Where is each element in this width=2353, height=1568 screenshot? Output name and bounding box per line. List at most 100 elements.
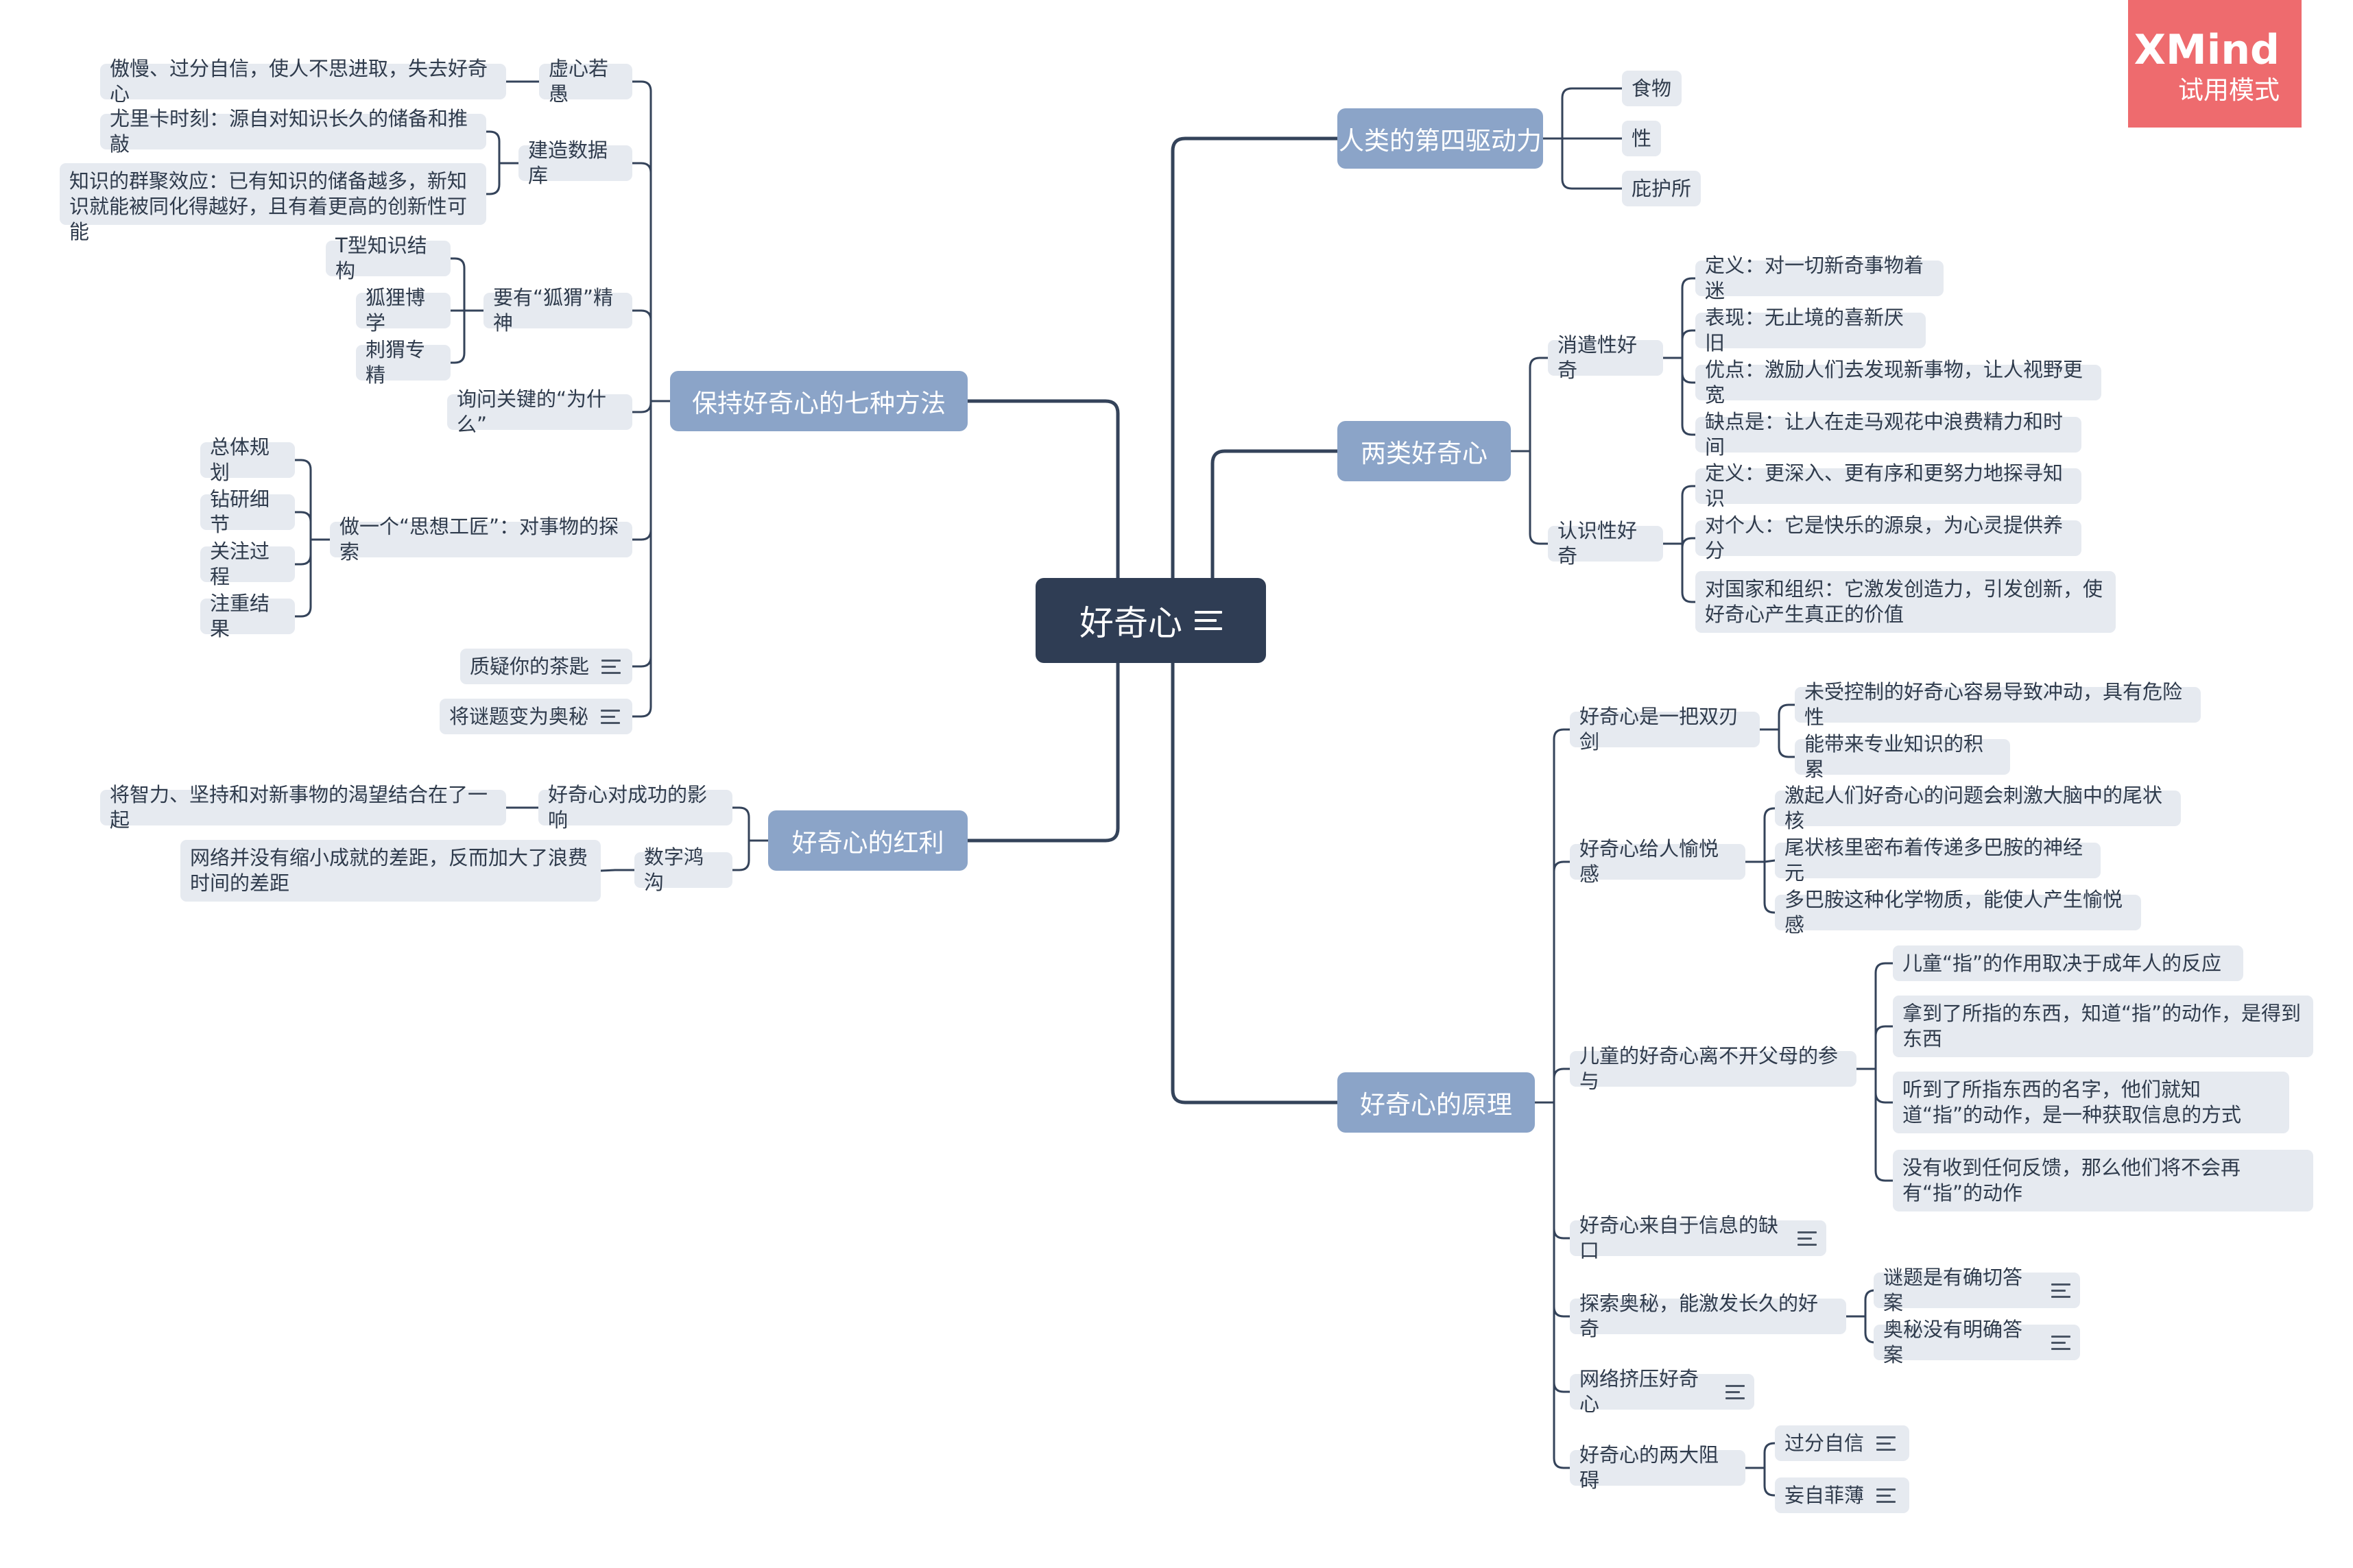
leaf-diversive-definition[interactable]: 定义：对一切新奇事物着迷 <box>1695 254 1944 302</box>
connector-line <box>1681 537 1697 548</box>
topic-question-teaspoon[interactable]: 质疑你的茶匙 <box>460 649 632 684</box>
note-icon[interactable] <box>1797 1227 1817 1250</box>
topic-child-curiosity[interactable]: 儿童的好奇心离不开父母的参与 <box>1570 1044 1856 1093</box>
connector-line <box>1681 277 1697 359</box>
topic-information-gap[interactable]: 好奇心来自于信息的缺口 <box>1570 1214 1826 1262</box>
leaf-sex[interactable]: 性 <box>1622 121 1661 156</box>
topic-puzzle-to-mystery[interactable]: 将谜题变为奥秘 <box>440 699 632 734</box>
leaf-epistemic-organization[interactable]: 对国家和组织：它激发创造力，引发创新，使好奇心产生真正的价值 <box>1695 571 2116 633</box>
leaf-child-pointing-response[interactable]: 儿童“指”的作用取决于成年人的反应 <box>1893 945 2243 981</box>
topic-success-impact[interactable]: 好奇心对成功的影响 <box>538 783 732 832</box>
connector-line <box>631 80 652 402</box>
connector-line <box>1763 807 1776 863</box>
note-icon[interactable] <box>1195 605 1222 636</box>
topic-double-edged-sword[interactable]: 好奇心是一把双刃剑 <box>1570 705 1760 753</box>
leaf-arrogance[interactable]: 傲慢、过分自信，使人不思进取，失去好奇心 <box>100 57 506 106</box>
leaf-child-get-info[interactable]: 听到了所指东西的名字，他们就知道“指”的动作，是一种获取信息的方式 <box>1893 1072 2289 1133</box>
leaf-label: 狐狸博学 <box>366 286 426 335</box>
topic-network-squeeze[interactable]: 网络挤压好奇心 <box>1570 1367 1754 1416</box>
brand-logo-text: XMind <box>2134 26 2280 74</box>
leaf-overconfidence[interactable]: 过分自信 <box>1775 1425 1909 1461</box>
note-icon[interactable] <box>1876 1432 1896 1455</box>
leaf-diversive-advantage[interactable]: 优点：激励人们去发现新事物，让人视野更宽 <box>1695 358 2101 407</box>
leaf-overall-plan[interactable]: 总体规划 <box>200 435 295 484</box>
leaf-knowledge-cluster[interactable]: 知识的群聚效应：已有知识的储备越多，新知识就能被同化得越好，且有着更高的创新性可… <box>60 163 486 243</box>
branch-two-types[interactable]: 两类好奇心 <box>1337 421 1511 481</box>
leaf-study-details[interactable]: 钻研细节 <box>200 487 295 536</box>
leaf-child-no-feedback[interactable]: 没有收到任何反馈，那么他们将不会再有“指”的动作 <box>1893 1150 2313 1211</box>
leaf-label: 总体规划 <box>210 435 270 484</box>
leaf-t-shaped[interactable]: T型知识结构 <box>326 234 451 282</box>
connector-line <box>1874 1025 1894 1070</box>
leaf-label: 好奇心来自于信息的缺口 <box>1579 1214 1779 1262</box>
topic-thought-craftsman[interactable]: 做一个“思想工匠”：对事物的探索 <box>330 515 632 564</box>
leaf-epistemic-definition[interactable]: 定义：更深入、更有序和更努力地探寻知识 <box>1695 461 2081 510</box>
leaf-label: 多巴胺这种化学物质，能使人产生愉悦感 <box>1784 888 2123 937</box>
leaf-hedgehog-focus[interactable]: 刺猬专精 <box>356 338 451 387</box>
connector-line <box>1681 542 1697 603</box>
connector-line <box>1874 1068 1894 1104</box>
leaf-pleasure-dopamine[interactable]: 多巴胺这种化学物质，能使人产生愉悦感 <box>1775 888 2141 937</box>
topic-epistemic-curiosity[interactable]: 认识性好奇 <box>1548 519 1663 568</box>
leaf-fox-erudite[interactable]: 狐狸博学 <box>356 286 451 335</box>
root-topic[interactable]: 好奇心 <box>1036 578 1266 663</box>
leaf-child-get-object[interactable]: 拿到了所指的东西，知道“指”的动作，是得到东西 <box>1893 996 2313 1057</box>
connector-line <box>1171 618 1339 1105</box>
topic-fox-hedgehog[interactable]: 要有“狐猬”精神 <box>483 286 632 335</box>
trial-mode-badge[interactable]: XMind 试用模式 <box>2128 0 2302 128</box>
connector-line <box>631 400 652 718</box>
leaf-sword-expertise[interactable]: 能带来专业知识的积累 <box>1795 732 2010 781</box>
leaf-focus-result[interactable]: 注重结果 <box>200 592 295 640</box>
topic-ask-why[interactable]: 询问关键的“为什么” <box>447 387 632 436</box>
leaf-eureka-moment[interactable]: 尤里卡时刻：源自对知识长久的储备和推敲 <box>100 107 486 156</box>
branch-label: 保持好奇心的七种方法 <box>692 389 946 418</box>
leaf-food[interactable]: 食物 <box>1622 71 1682 106</box>
connector-line <box>1553 1101 1571 1318</box>
leaf-shelter[interactable]: 庇护所 <box>1622 171 1701 206</box>
leaf-label: 过分自信 <box>1784 1431 1865 1455</box>
topic-curiosity-pleasure[interactable]: 好奇心给人愉悦感 <box>1570 837 1745 886</box>
leaf-diversive-behavior[interactable]: 表现：无止境的喜新厌旧 <box>1695 306 1926 354</box>
leaf-pleasure-dopamine-neurons[interactable]: 尾状核里密布着传递多巴胺的神经元 <box>1775 836 2101 884</box>
leaf-sword-danger[interactable]: 未受控制的好奇心容易导致冲动，具有危险性 <box>1795 680 2201 729</box>
leaf-label: 将智力、坚持和对新事物的渴望结合在了一起 <box>110 783 488 832</box>
connector-line <box>294 538 312 618</box>
leaf-label: 听到了所指东西的名字，他们就知道“指”的动作，是一种获取信息的方式 <box>1902 1078 2242 1126</box>
leaf-mystery-no-answer[interactable]: 奥秘没有明确答案 <box>1874 1318 2080 1366</box>
topic-humble[interactable]: 虚心若愚 <box>539 57 632 106</box>
leaf-combination[interactable]: 将智力、坚持和对新事物的渴望结合在了一起 <box>100 783 506 832</box>
note-icon[interactable] <box>1725 1381 1745 1403</box>
branch-curiosity-dividend[interactable]: 好奇心的红利 <box>768 810 968 871</box>
note-icon[interactable] <box>2051 1331 2070 1354</box>
note-icon[interactable] <box>1876 1484 1896 1507</box>
leaf-label: 妄自菲薄 <box>1784 1483 1865 1507</box>
trial-mode-label: 试用模式 <box>2178 75 2280 105</box>
leaf-puzzle-answer[interactable]: 谜题是有确切答案 <box>1874 1266 2080 1314</box>
connector-line <box>1681 485 1697 545</box>
branch-seven-methods[interactable]: 保持好奇心的七种方法 <box>670 371 968 431</box>
topic-diversive-curiosity[interactable]: 消遣性好奇 <box>1548 333 1663 382</box>
leaf-label: 做一个“思想工匠”：对事物的探索 <box>339 515 619 564</box>
topic-digital-divide[interactable]: 数字鸿沟 <box>634 845 732 894</box>
leaf-label: 关注过程 <box>210 540 270 588</box>
branch-fourth-drive[interactable]: 人类的第四驱动力 <box>1337 108 1543 169</box>
leaf-self-belittling[interactable]: 妄自菲薄 <box>1775 1477 1909 1513</box>
note-icon[interactable] <box>601 655 621 678</box>
leaf-label: 拿到了所指的东西，知道“指”的动作，是得到东西 <box>1902 1002 2302 1050</box>
topic-build-database[interactable]: 建造数据库 <box>518 138 632 187</box>
note-icon[interactable] <box>2051 1279 2070 1302</box>
topic-two-obstacles[interactable]: 好奇心的两大阻碍 <box>1570 1443 1745 1492</box>
leaf-epistemic-personal[interactable]: 对个人：它是快乐的源泉，为心灵提供养分 <box>1695 514 2081 562</box>
leaf-label: 对国家和组织：它激发创造力，引发创新，使好奇心产生真正的价值 <box>1705 577 2103 626</box>
branch-principles[interactable]: 好奇心的原理 <box>1337 1072 1535 1133</box>
topic-mystery-exploration[interactable]: 探索奥秘，能激发长久的好奇 <box>1570 1292 1846 1340</box>
note-icon[interactable] <box>601 705 621 728</box>
leaf-wasting-time-gap[interactable]: 网络并没有缩小成就的差距，反而加大了浪费时间的差距 <box>180 840 601 902</box>
leaf-diversive-disadvantage[interactable]: 缺点是：让人在走马观花中浪费精力和时间 <box>1695 410 2081 459</box>
leaf-label: 儿童的好奇心离不开父母的参与 <box>1579 1044 1839 1093</box>
connector-line <box>1763 859 1776 863</box>
leaf-pleasure-caudate[interactable]: 激起人们好奇心的问题会刺激大脑中的尾状核 <box>1775 784 2181 832</box>
leaf-focus-process[interactable]: 关注过程 <box>200 540 295 588</box>
